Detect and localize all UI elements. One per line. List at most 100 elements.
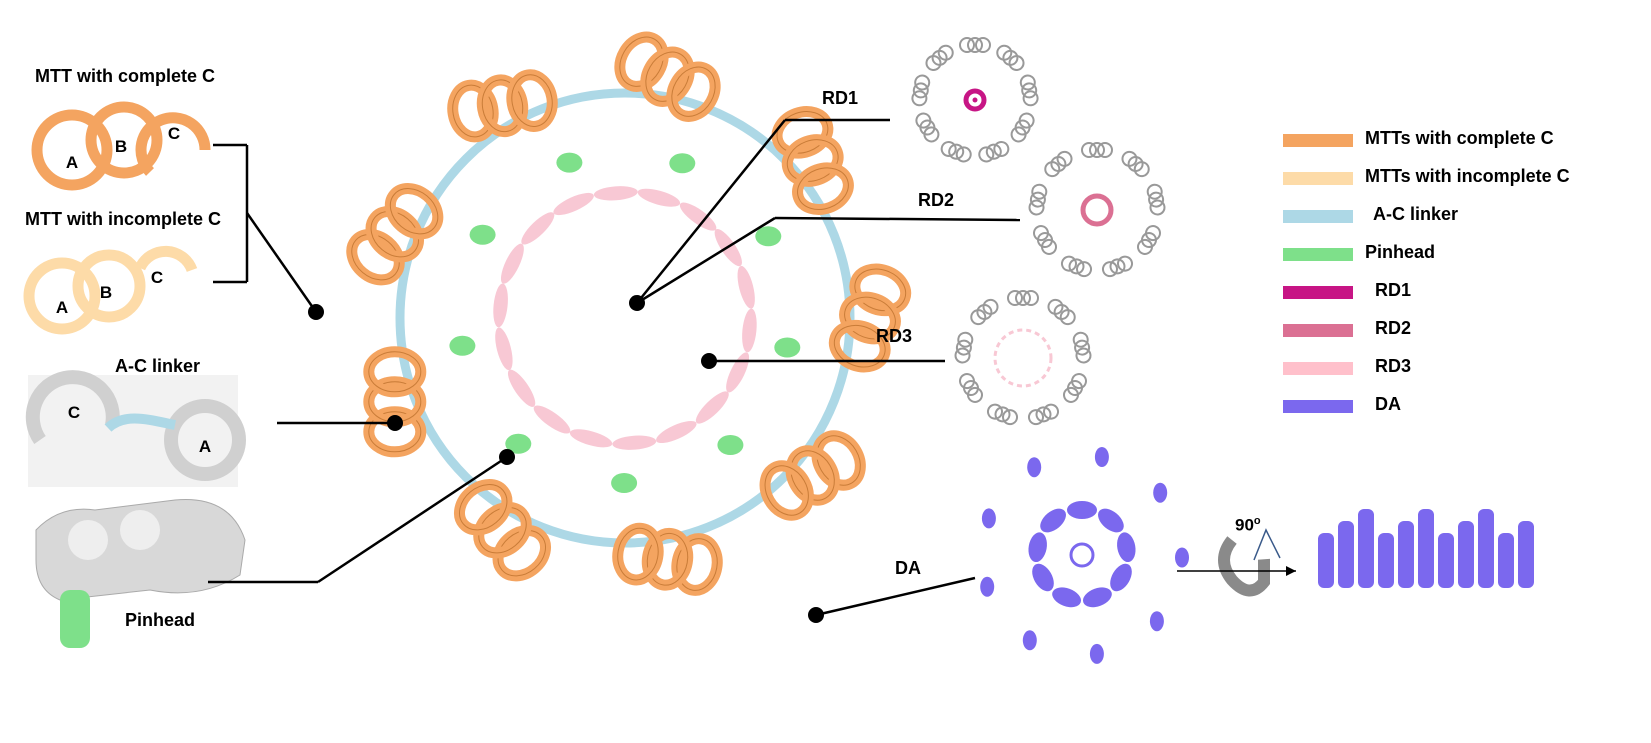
da-outer-density [1027, 457, 1041, 477]
legend-swatch [1283, 400, 1353, 413]
pinhead-density [717, 435, 743, 455]
legend-label: Pinhead [1365, 242, 1435, 263]
triplet [611, 29, 724, 124]
leader-dot [629, 295, 645, 311]
mini-triplet [1027, 403, 1060, 426]
rd3-density [692, 387, 733, 428]
rd2-label: RD2 [918, 190, 954, 211]
mtt-complete-model: A B C [37, 107, 205, 185]
leader-dot [308, 304, 324, 320]
da-label: DA [895, 558, 921, 579]
tubule-c-letter: C [151, 268, 163, 287]
mini-triplet [1020, 74, 1039, 106]
legend-label: MTTs with incomplete C [1365, 166, 1570, 187]
mini-microtubule [1075, 260, 1093, 278]
legend-item: RD3 [1283, 356, 1623, 380]
microtubule [508, 72, 556, 130]
legend-swatch [1283, 362, 1353, 375]
ac-linker-model: C A [28, 375, 239, 487]
rotation-label: 90o [1235, 515, 1261, 536]
legend-item: A-C linker [1283, 204, 1623, 228]
da-outer-density [1175, 548, 1189, 568]
rd3-label: RD3 [876, 326, 912, 347]
da-column [1398, 521, 1414, 588]
da-density [1026, 531, 1049, 564]
da-density [1106, 560, 1137, 595]
microtubule [614, 525, 662, 583]
legend-label: RD1 [1375, 280, 1411, 301]
leader-line [637, 218, 775, 303]
rd3-density [503, 366, 539, 410]
mini-triplet [1061, 372, 1088, 405]
da-outer-density [1090, 644, 1104, 664]
rd2-ring [1083, 196, 1111, 224]
triplet [450, 475, 554, 585]
mtt-complete-label: MTT with complete C [35, 66, 215, 87]
leader-line [816, 578, 975, 615]
da-outer-density [1023, 630, 1037, 650]
rd3-density [530, 401, 574, 438]
pinhead-density [755, 226, 781, 246]
mini-triplet [1073, 332, 1092, 364]
da-density [1036, 504, 1071, 537]
mini-triplet [1028, 184, 1047, 216]
mini-microtubule [1060, 255, 1078, 273]
da-outer-density [1150, 611, 1164, 631]
microtubule-edge [450, 475, 516, 539]
legend-item: MTTs with complete C [1283, 128, 1623, 152]
tubule-c-letter: C [168, 124, 180, 143]
rd3-ring [995, 330, 1051, 386]
rd3-density [593, 185, 638, 202]
mini-microtubule [1116, 255, 1134, 273]
da-density [1080, 584, 1114, 611]
microtubule [771, 105, 834, 160]
pinhead-density [611, 473, 637, 493]
rd3-density [551, 189, 597, 220]
rd3-density [497, 241, 529, 287]
legend-item: DA [1283, 394, 1623, 418]
legend-label: A-C linker [1373, 204, 1458, 225]
mini-microtubule [1042, 403, 1060, 421]
leader-dot [387, 415, 403, 431]
da-column [1358, 509, 1374, 588]
rd1-label: RD1 [822, 88, 858, 109]
da-outer-density [982, 508, 996, 528]
legend-swatch [1283, 248, 1353, 261]
da-column [1338, 521, 1354, 588]
rd3-density [568, 426, 614, 451]
rd3-density [734, 264, 758, 310]
ac-linker-label: A-C linker [115, 356, 200, 377]
da-outer-density [1095, 447, 1109, 467]
tubule-b-letter: B [100, 283, 112, 302]
legend-item: Pinhead [1283, 242, 1623, 266]
mini-microtubule [1027, 408, 1045, 426]
pinhead-density [774, 338, 800, 358]
rd3-density [653, 417, 699, 448]
rd1-core [973, 98, 978, 103]
triplet [614, 525, 722, 594]
mini-triplet [1135, 224, 1162, 257]
da-column [1418, 509, 1434, 588]
legend-label: RD2 [1375, 318, 1411, 339]
da-density [1115, 531, 1138, 564]
rd3-density [491, 283, 509, 328]
leader-line [637, 120, 785, 303]
mini-triplet [1060, 255, 1093, 278]
pinhead-label: Pinhead [125, 610, 195, 631]
legend-swatch [1283, 210, 1353, 223]
pinhead-density [556, 153, 582, 173]
mini-triplet [1008, 291, 1038, 305]
mini-triplet [977, 140, 1010, 163]
rd3-density [740, 308, 758, 353]
mini-triplet [994, 43, 1026, 73]
mini-triplet [1147, 184, 1166, 216]
rd3-density [722, 350, 754, 396]
mini-triplet [914, 111, 941, 144]
mini-triplet [986, 403, 1019, 426]
da-density [1049, 584, 1083, 611]
mini-triplet [1009, 111, 1036, 144]
mini-microtubule [1101, 260, 1119, 278]
mini-triplet [1046, 297, 1078, 327]
da-density [1094, 504, 1129, 537]
mini-triplet [1031, 224, 1058, 257]
